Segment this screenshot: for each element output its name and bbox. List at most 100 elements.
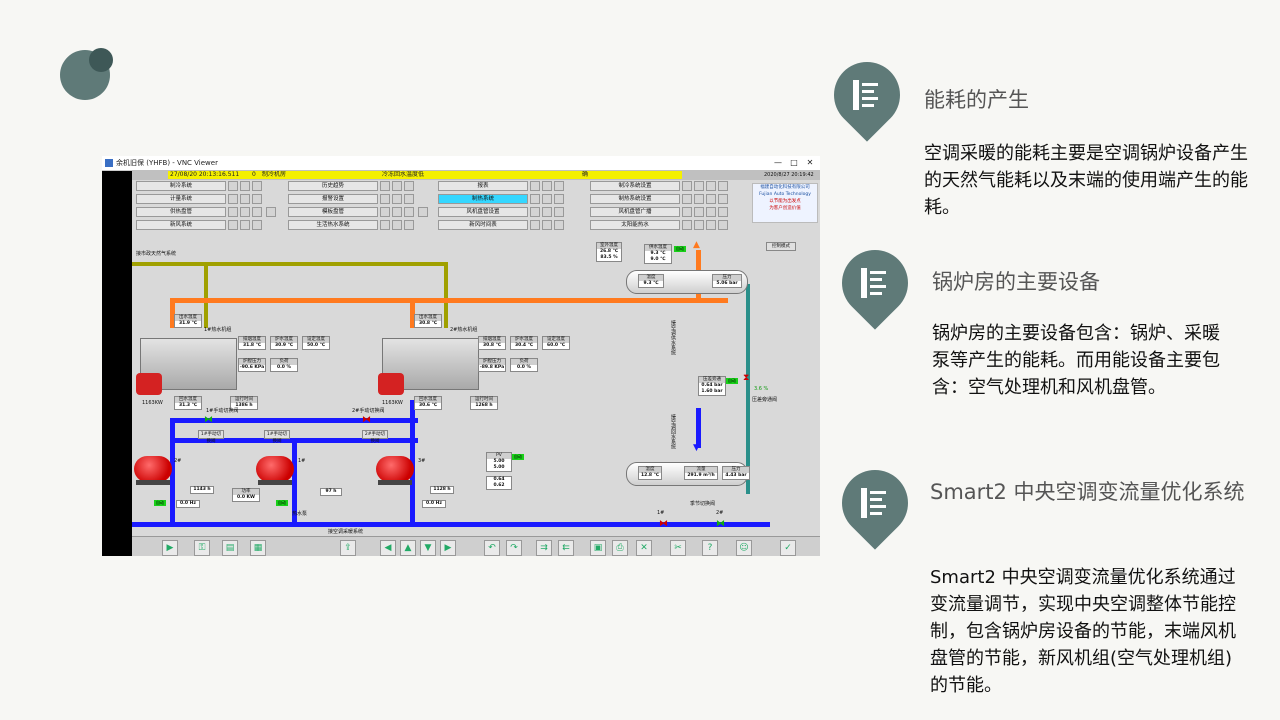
menu-square[interactable] bbox=[228, 207, 238, 217]
folder-icon[interactable]: ▤ bbox=[222, 540, 238, 556]
menu-square[interactable] bbox=[380, 181, 390, 191]
menu-square[interactable] bbox=[380, 194, 390, 204]
close-button[interactable]: ✕ bbox=[806, 158, 814, 167]
menu-square[interactable] bbox=[392, 181, 402, 191]
menu-down-arrow[interactable] bbox=[266, 207, 276, 217]
menu-square[interactable] bbox=[530, 181, 540, 191]
menu-square[interactable] bbox=[380, 220, 390, 230]
control-mode-button[interactable]: 控制模式 bbox=[766, 242, 796, 251]
menu-square[interactable] bbox=[404, 207, 414, 217]
left-icon[interactable]: ◀ bbox=[380, 540, 396, 556]
menu-square[interactable] bbox=[706, 220, 716, 230]
menu-square[interactable] bbox=[682, 207, 692, 217]
menu-square[interactable] bbox=[228, 194, 238, 204]
menu-square[interactable] bbox=[530, 207, 540, 217]
menu-square[interactable] bbox=[392, 207, 402, 217]
boiler1-manual-button[interactable]: 1#手动切换阀 bbox=[198, 430, 224, 444]
bypass-valve-icon[interactable]: ⧗ bbox=[743, 373, 750, 383]
minimize-button[interactable]: — bbox=[774, 158, 782, 167]
forward-icon[interactable]: ⇉ bbox=[536, 540, 552, 556]
menu-square[interactable] bbox=[404, 181, 414, 191]
menu-square[interactable] bbox=[542, 220, 552, 230]
pump-2[interactable] bbox=[134, 456, 174, 486]
heat-exchange-auto-button[interactable]: 自动 bbox=[512, 454, 524, 460]
menu-square[interactable] bbox=[694, 194, 704, 204]
menu-square[interactable] bbox=[392, 220, 402, 230]
menu-square[interactable] bbox=[706, 207, 716, 217]
print-icon[interactable]: ⎙ bbox=[612, 540, 628, 556]
delete-icon[interactable]: ✕ bbox=[636, 540, 652, 556]
boiler-1[interactable] bbox=[136, 338, 237, 395]
valve-1-icon[interactable]: ⧓ bbox=[659, 519, 668, 529]
pump1-auto-button[interactable]: 自动 bbox=[276, 500, 288, 506]
menu-fresh-air-system[interactable]: 新风系统 bbox=[136, 220, 226, 230]
alarm-banner[interactable]: 27/08/20 20:13:16.511 0 制冷机房 冷冻回水温度低 确 bbox=[168, 171, 682, 179]
menu-square[interactable] bbox=[554, 207, 564, 217]
menu-square[interactable] bbox=[682, 194, 692, 204]
menu-template-coil[interactable]: 模板盘管 bbox=[288, 207, 378, 217]
menu-report[interactable]: 报表 bbox=[438, 181, 528, 191]
menu-square[interactable] bbox=[240, 181, 250, 191]
maximize-button[interactable]: □ bbox=[790, 158, 798, 167]
down-icon[interactable]: ▼ bbox=[420, 540, 436, 556]
menu-square[interactable] bbox=[682, 181, 692, 191]
play-icon[interactable]: ▶ bbox=[162, 540, 178, 556]
boiler-2[interactable] bbox=[378, 338, 479, 395]
menu-square[interactable] bbox=[718, 181, 728, 191]
menu-domestic-hot-water[interactable]: 生活热水系统 bbox=[288, 220, 378, 230]
redo-icon[interactable]: ↷ bbox=[506, 540, 522, 556]
menu-square[interactable] bbox=[542, 207, 552, 217]
back-icon[interactable]: ⇇ bbox=[558, 540, 574, 556]
menu-square[interactable] bbox=[252, 194, 262, 204]
boiler1-valve-icon[interactable]: ⧓ bbox=[204, 415, 213, 425]
menu-metering-system[interactable]: 计量系统 bbox=[136, 194, 226, 204]
menu-square[interactable] bbox=[554, 181, 564, 191]
menu-square[interactable] bbox=[530, 194, 540, 204]
pump2-auto-button[interactable]: 自动 bbox=[154, 500, 166, 506]
menu-square[interactable] bbox=[240, 207, 250, 217]
menu-square[interactable] bbox=[228, 181, 238, 191]
menu-square[interactable] bbox=[404, 194, 414, 204]
menu-square[interactable] bbox=[706, 181, 716, 191]
save-icon[interactable]: ▣ bbox=[590, 540, 606, 556]
menu-square[interactable] bbox=[240, 194, 250, 204]
up-icon[interactable]: ▲ bbox=[400, 540, 416, 556]
pump-1[interactable] bbox=[256, 456, 296, 486]
menu-square[interactable] bbox=[554, 220, 564, 230]
cut-icon[interactable]: ✂ bbox=[670, 540, 686, 556]
report-icon[interactable]: ▦ bbox=[250, 540, 266, 556]
alarm-ack[interactable]: 确 bbox=[582, 171, 589, 178]
menu-heating-coil[interactable]: 供热盘管 bbox=[136, 207, 226, 217]
valve-2-icon[interactable]: ⧓ bbox=[716, 519, 725, 529]
right-icon[interactable]: ▶ bbox=[440, 540, 456, 556]
menu-square[interactable] bbox=[718, 194, 728, 204]
menu-square[interactable] bbox=[228, 220, 238, 230]
menu-fresh-air-schedule[interactable]: 新风时间表 bbox=[438, 220, 528, 230]
menu-alarm-settings[interactable]: 报警设置 bbox=[288, 194, 378, 204]
menu-cooling-settings[interactable]: 制冷系统设置 bbox=[590, 181, 680, 191]
menu-square[interactable] bbox=[682, 220, 692, 230]
menu-square[interactable] bbox=[554, 194, 564, 204]
help-icon[interactable]: ? bbox=[702, 540, 718, 556]
menu-solar-hot-water[interactable]: 太阳能热水 bbox=[590, 220, 680, 230]
key-icon[interactable]: ⚿ bbox=[194, 540, 210, 556]
bypass-auto-button[interactable]: 自动 bbox=[726, 378, 738, 384]
menu-square[interactable] bbox=[694, 220, 704, 230]
menu-square[interactable] bbox=[706, 194, 716, 204]
menu-square[interactable] bbox=[694, 181, 704, 191]
menu-square[interactable] bbox=[240, 220, 250, 230]
menu-square[interactable] bbox=[252, 181, 262, 191]
menu-heating-settings[interactable]: 制热系统设置 bbox=[590, 194, 680, 204]
menu-square[interactable] bbox=[530, 220, 540, 230]
supply-auto-button[interactable]: 自动 bbox=[674, 246, 686, 252]
menu-history-trend[interactable]: 历史趋势 bbox=[288, 181, 378, 191]
menu-square[interactable] bbox=[380, 207, 390, 217]
menu-square[interactable] bbox=[718, 220, 728, 230]
menu-cooling-system[interactable]: 制冷系统 bbox=[136, 181, 226, 191]
ok-icon[interactable]: ✓ bbox=[780, 540, 796, 556]
pump-3[interactable] bbox=[376, 456, 416, 486]
menu-heating-system[interactable]: 制热系统 bbox=[438, 194, 528, 204]
menu-square[interactable] bbox=[392, 194, 402, 204]
boiler2-valve-icon[interactable]: ⧓ bbox=[362, 415, 371, 425]
menu-square[interactable] bbox=[252, 207, 262, 217]
